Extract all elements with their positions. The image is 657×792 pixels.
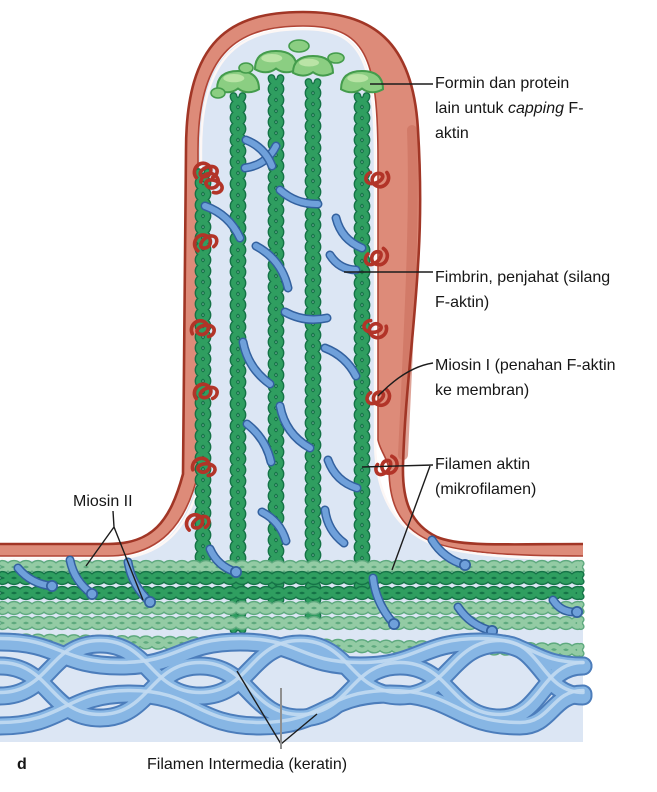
- actin-filament: [268, 75, 284, 603]
- fimbrin-crosslinker: [202, 203, 243, 241]
- myosin2-molecule: [87, 589, 97, 599]
- formin-cap: [261, 53, 283, 63]
- myosin1-molecule: [189, 318, 216, 339]
- formin-cap: [327, 52, 345, 64]
- fimbrin-label: Fimbrin, penjahat (silang F-aktin): [435, 269, 611, 311]
- myosin1-molecule: [190, 456, 217, 478]
- fimbrin-crosslinker: [327, 252, 359, 273]
- myosin2-molecule: [389, 619, 399, 629]
- myosin1-molecule: [365, 388, 392, 408]
- myosin1-molecule: [363, 246, 390, 267]
- myosin1-molecule: [192, 382, 219, 401]
- actin-filament: [195, 169, 211, 573]
- myosin1-molecule: [362, 318, 389, 340]
- fimbrin-crosslinker: [243, 137, 275, 169]
- formin-cap: [210, 87, 226, 99]
- myosin2-molecules: [13, 535, 583, 637]
- keratin-label: Filamen Intermedia (keratin): [147, 756, 348, 773]
- filamen-aktin-label: Filamen aktin (mikrofilamen): [435, 456, 537, 498]
- fimbrin-crosslinker: [333, 215, 365, 251]
- formin-label: Formin dan protein lain untuk capping F-…: [435, 71, 584, 146]
- keratin-filament: [0, 660, 585, 717]
- myosin1-molecules: [184, 161, 399, 532]
- terminal-web-rope: [0, 602, 584, 614]
- formin-label-part1: Formin dan protein lain untuk: [435, 75, 570, 117]
- keratin-filament: [0, 688, 585, 725]
- formin-capping-proteins: [210, 39, 385, 99]
- myosin2-molecule: [231, 567, 241, 577]
- formin-cap: [347, 73, 369, 83]
- leader-keratin-right: [280, 713, 318, 745]
- leader-filamen-aktin-2: [391, 465, 431, 571]
- fimbrin-crosslinker: [242, 143, 279, 171]
- myosin1-molecule: [374, 454, 399, 477]
- fimbrin-crosslinker: [240, 339, 273, 387]
- fimbrin-crosslinker: [322, 507, 347, 546]
- myosin2-molecule: [145, 597, 155, 607]
- myosin2-molecule: [572, 607, 582, 617]
- formin-cap: [299, 58, 319, 67]
- miosin2-label: Miosin II: [73, 493, 133, 510]
- keratin-filament: [0, 638, 585, 695]
- actin-filament-bundle: [194, 74, 371, 634]
- actin-filament: [230, 93, 246, 633]
- myosin1-molecule: [192, 233, 219, 253]
- fimbrin-crosslinker: [277, 187, 321, 208]
- fimbrin-crosslinker: [322, 345, 359, 379]
- fimbrin-crosslinker: [253, 243, 291, 291]
- terminal-web-rope: [0, 561, 584, 573]
- keratin-filament: [0, 686, 591, 734]
- terminal-web-rope: [0, 587, 584, 599]
- formin-label-part2: F- aktin: [435, 100, 584, 142]
- myosin2-molecule: [47, 581, 57, 591]
- membrane-outer-line: [0, 10, 584, 546]
- terminal-web-rope: [0, 572, 584, 584]
- myosin1-molecule: [364, 170, 391, 189]
- keratin-filament: [0, 636, 591, 704]
- formin-cap: [238, 62, 254, 74]
- myosin1-molecule: [199, 171, 224, 195]
- leader-filamen-aktin-1: [361, 464, 434, 468]
- leader-miosin1: [377, 362, 434, 397]
- myosin2-molecule: [460, 560, 470, 570]
- leader-miosin2: [85, 510, 144, 601]
- leader-lines: [85, 83, 434, 749]
- fimbrin-crosslinker: [244, 421, 274, 465]
- fimbrin-crosslinker: [325, 457, 360, 491]
- formin-cap: [288, 39, 310, 53]
- fimbrin-crosslinkers: [200, 135, 367, 548]
- fimbrin-crosslinker: [277, 403, 313, 451]
- keratin-intermediate-filaments: [0, 632, 593, 736]
- fimbrin-crosslinker: [282, 309, 330, 323]
- myosin1-molecule: [184, 512, 211, 532]
- formin-cap: [223, 73, 245, 83]
- actin-filament: [305, 79, 321, 619]
- miosin1-label: Miosin I (penahan F-aktin ke membran): [435, 357, 616, 399]
- formin-label-italic: capping: [507, 100, 564, 117]
- fimbrin-crosslinker: [259, 509, 289, 544]
- leader-keratin-left: [236, 670, 282, 745]
- actin-filament: [354, 93, 370, 589]
- panel-letter: d: [17, 756, 27, 773]
